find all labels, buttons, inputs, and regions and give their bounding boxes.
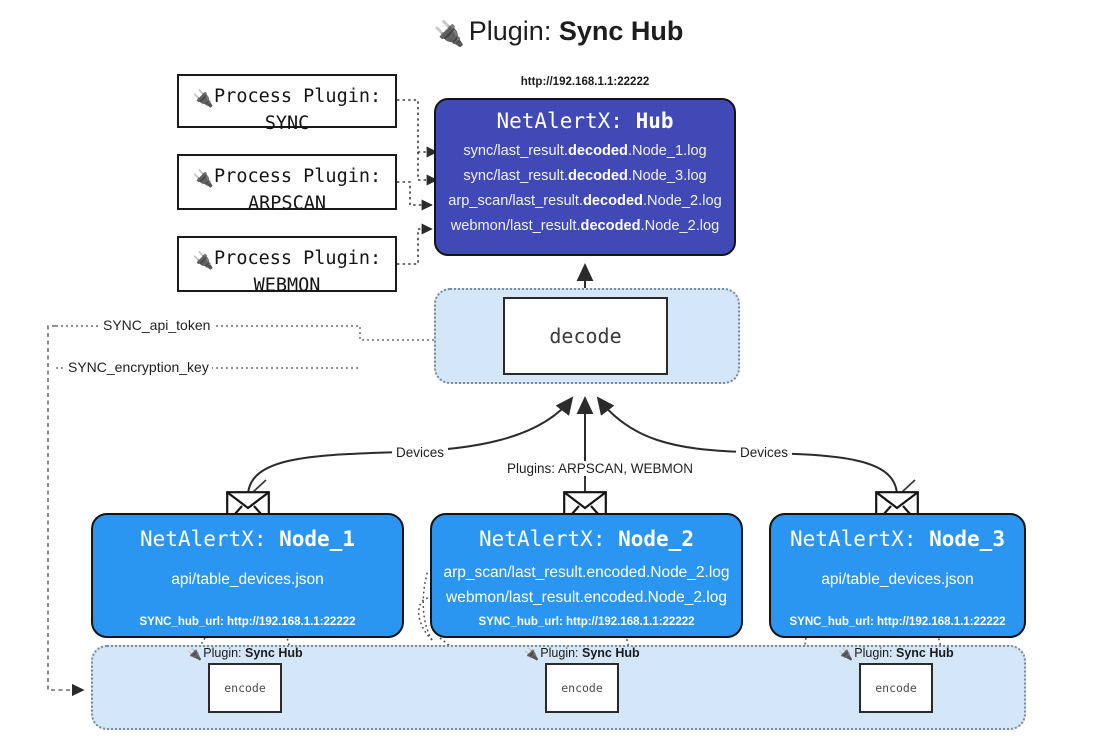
node1-title-name: Node_1 — [279, 527, 355, 551]
edge-settings-keys-to-encoders — [47, 325, 85, 697]
page-title-name: Sync Hub — [558, 16, 684, 46]
node1-title: NetAlertX: Node_1 — [93, 527, 402, 551]
logline-post: .Node_1.log — [627, 143, 707, 159]
logline-bold: decoded — [567, 168, 628, 185]
node2-title-name: Node_2 — [618, 527, 694, 551]
encoder1-tag-prefix: Plugin: — [203, 646, 245, 660]
plug-icon: 🔌 — [433, 20, 465, 48]
node-box-node3[interactable]: NetAlertX: Node_3 api/table_devices.json… — [769, 513, 1026, 638]
hub-logline: sync/last_result.decoded.Node_1.log — [436, 139, 734, 164]
logline-bold: decoded — [580, 218, 641, 235]
node3-footer: SYNC_hub_url: http://192.168.1.1:22222 — [789, 616, 1006, 628]
process-plugin-webmon-title: Process Plugin: — [214, 248, 382, 269]
node1-footer: SYNC_hub_url: http://192.168.1.1:22222 — [139, 616, 356, 628]
encode-box-node3[interactable]: encode — [859, 663, 933, 713]
logline-post: .Node_3.log — [627, 168, 707, 185]
encoder3-tag-name: Sync Hub — [896, 646, 954, 660]
node3-title-prefix: NetAlertX: — [790, 527, 930, 551]
node1-line: api/table_devices.json — [171, 571, 324, 588]
encode-box-node2[interactable]: encode — [545, 663, 619, 713]
plug-icon: 🔌 — [192, 251, 215, 271]
process-plugin-webmon-line1: 🔌Process Plugin: — [179, 246, 395, 273]
encoder3-plugin-tag: 🔌Plugin: Sync Hub — [826, 646, 966, 661]
logline-bold: decoded — [582, 193, 643, 210]
node-box-node2[interactable]: NetAlertX: Node_2 arp_scan/last_result.e… — [430, 513, 743, 638]
process-plugin-webmon-name: WEBMON — [253, 275, 321, 297]
hub-title-prefix: NetAlertX: — [496, 109, 636, 133]
node2-line: arp_scan/last_result.encoded.Node_2.log — [443, 564, 730, 581]
encoder3-tag-prefix: Plugin: — [854, 646, 896, 660]
node3-title-name: Node_3 — [929, 527, 1005, 551]
node3-title: NetAlertX: Node_3 — [771, 527, 1024, 551]
hub-title: NetAlertX: Hub — [436, 109, 734, 133]
edge-label-devices-right: Devices — [736, 445, 793, 460]
encode-box-node1[interactable]: encode — [208, 663, 282, 713]
hub-logline: webmon/last_result.decoded.Node_2.log — [436, 214, 734, 239]
sync-encryption-key-label: SYNC_encryption_key — [65, 359, 212, 375]
node2-title: NetAlertX: Node_2 — [432, 527, 741, 551]
hub-url-label: http://192.168.1.1:22222 — [520, 76, 650, 88]
node2-footer: SYNC_hub_url: http://192.168.1.1:22222 — [478, 616, 695, 628]
node2-line: webmon/last_result.encoded.Node_2.log — [446, 589, 727, 607]
logline-pre: sync/last_result. — [463, 143, 568, 159]
process-plugin-arpscan-title: Process Plugin: — [214, 166, 382, 187]
process-plugin-webmon[interactable]: 🔌Process Plugin: WEBMON — [177, 236, 397, 296]
encoder2-tag-prefix: Plugin: — [540, 646, 582, 660]
hub-node[interactable]: NetAlertX: Hub sync/last_result.decoded.… — [434, 98, 736, 256]
process-plugin-sync[interactable]: 🔌Process Plugin: SYNC — [177, 74, 397, 134]
process-plugin-sync-title: Process Plugin: — [214, 86, 382, 107]
logline-pre: webmon/last_result. — [450, 218, 581, 235]
sync-api-token-label: SYNC_api_token — [100, 317, 214, 333]
plug-icon: 🔌 — [192, 89, 215, 109]
logline-pre: arp_scan/last_result. — [448, 193, 583, 210]
process-plugin-arpscan-name: ARPSCAN — [248, 193, 326, 215]
encoder2-tag-name: Sync Hub — [582, 646, 640, 660]
edge-sync-plugin-to-hub — [397, 99, 438, 186]
logline-bold: decoded — [567, 143, 628, 159]
plug-icon: 🔌 — [192, 169, 215, 189]
node2-title-prefix: NetAlertX: — [479, 527, 619, 551]
plug-icon: 🔌 — [838, 647, 854, 661]
node1-title-prefix: NetAlertX: — [140, 527, 280, 551]
plug-icon: 🔌 — [524, 647, 540, 661]
node3-line: api/table_devices.json — [821, 571, 974, 588]
process-plugin-sync-line1: 🔌Process Plugin: — [179, 84, 395, 111]
edge-arpscan-plugin-to-hub — [397, 181, 433, 211]
decode-box[interactable]: decode — [503, 297, 668, 375]
logline-pre: sync/last_result. — [463, 168, 568, 185]
hub-logline: sync/last_result.decoded.Node_3.log — [436, 164, 734, 189]
edge-label-devices-left: Devices — [392, 445, 449, 460]
logline-post: .Node_2.log — [642, 193, 722, 210]
logline-post: .Node_2.log — [640, 218, 720, 235]
page-title: 🔌Plugin: Sync Hub — [0, 16, 1117, 49]
hub-logline: arp_scan/last_result.decoded.Node_2.log — [436, 189, 734, 214]
page-title-prefix: Plugin: — [468, 16, 559, 46]
encoder1-plugin-tag: 🔌Plugin: Sync Hub — [175, 646, 315, 661]
plug-icon: 🔌 — [187, 647, 203, 661]
process-plugin-arpscan-line1: 🔌Process Plugin: — [179, 164, 395, 191]
node-box-node1[interactable]: NetAlertX: Node_1 api/table_devices.json… — [91, 513, 404, 638]
edge-label-plugins-mid: Plugins: ARPSCAN, WEBMON — [503, 461, 698, 476]
encoder2-plugin-tag: 🔌Plugin: Sync Hub — [512, 646, 652, 661]
encoder1-tag-name: Sync Hub — [245, 646, 303, 660]
hub-title-name: Hub — [635, 109, 674, 133]
process-plugin-sync-name: SYNC — [264, 113, 310, 135]
edge-webmon-plugin-to-hub — [397, 223, 433, 265]
process-plugin-arpscan[interactable]: 🔌Process Plugin: ARPSCAN — [177, 154, 397, 214]
